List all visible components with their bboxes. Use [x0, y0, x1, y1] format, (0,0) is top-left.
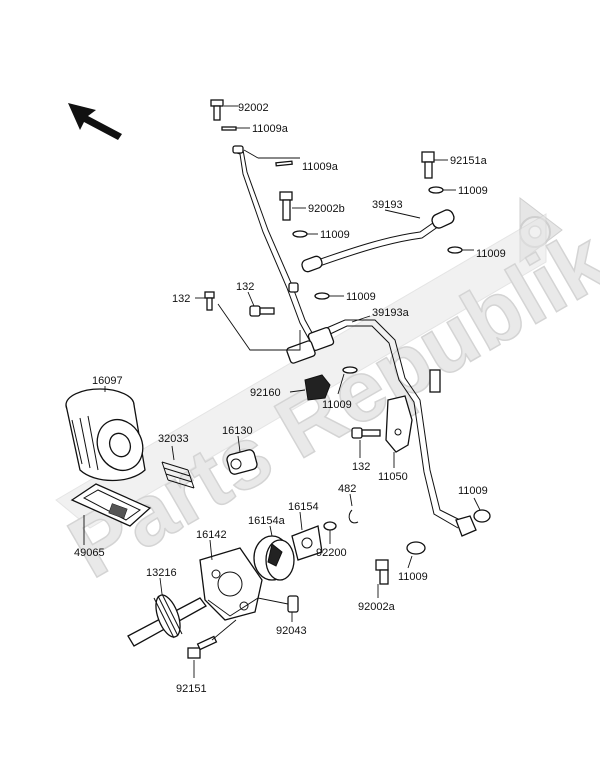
label-32033: 32033 — [158, 433, 189, 445]
label-11009-d: 11009 — [346, 291, 376, 303]
label-92002: 92002 — [238, 102, 269, 114]
label-92043: 92043 — [276, 625, 307, 637]
bolt-92002b — [279, 191, 306, 221]
label-132-mid: 132 — [236, 281, 254, 293]
label-11009-e: 11009 — [322, 399, 352, 411]
label-16154: 16154 — [288, 501, 319, 513]
oil-pipe-39193 — [301, 209, 455, 273]
label-13216: 13216 — [146, 567, 177, 579]
label-92160: 92160 — [250, 387, 281, 399]
label-11009-b: 11009 — [458, 185, 488, 197]
label-16097: 16097 — [92, 375, 123, 387]
washer-11009-a — [292, 230, 318, 238]
label-11009a-top: 11009a — [252, 123, 289, 135]
label-92151: 92151 — [176, 683, 207, 695]
bolt-132-mid — [247, 291, 275, 317]
watermark: Parts Republik — [53, 196, 600, 597]
bolt-92002 — [210, 99, 238, 121]
oil-pipe-upper — [232, 145, 317, 344]
label-16130: 16130 — [222, 425, 253, 437]
bolt-132-low — [351, 427, 381, 458]
label-11009-c: 11009 — [476, 248, 506, 260]
pump-body-16142 — [199, 539, 263, 621]
circlip-482 — [348, 493, 359, 524]
label-49065: 49065 — [74, 547, 105, 559]
washer-11009-e — [337, 366, 358, 395]
label-11009-f: 11009 — [458, 485, 488, 497]
label-132-low: 132 — [352, 461, 370, 473]
bolt-92151 — [187, 619, 237, 678]
label-132-left: 132 — [172, 293, 190, 305]
label-11050: 11050 — [378, 471, 408, 483]
label-92002a: 92002a — [358, 601, 396, 613]
rotor-16154 — [291, 511, 323, 561]
strainer-49065 — [70, 483, 152, 545]
label-92151a: 92151a — [450, 155, 488, 167]
washer-11009-d — [314, 292, 344, 300]
bolt-92002a — [375, 559, 389, 598]
label-16154a: 16154a — [248, 515, 286, 527]
washer-11009-g — [406, 541, 426, 569]
label-16142: 16142 — [196, 529, 227, 541]
label-11009-a: 11009 — [320, 229, 350, 241]
washer-11009a-mid — [275, 160, 293, 167]
label-11009a-mid: 11009a — [302, 161, 339, 173]
washer-11009-b — [428, 186, 456, 194]
label-92200: 92200 — [316, 547, 347, 559]
shaft-13216 — [127, 577, 207, 647]
rotor-16154a — [253, 525, 295, 581]
pin-92043 — [207, 595, 299, 622]
washer-11009a-top — [221, 126, 250, 131]
bracket-11050 — [385, 369, 441, 468]
bolt-92151a — [421, 151, 448, 179]
label-482: 482 — [338, 483, 356, 495]
oil-pipe-39193a — [286, 315, 461, 529]
label-92002b: 92002b — [308, 203, 345, 215]
relief-valve-16130 — [226, 435, 258, 475]
washer-11009-c — [447, 246, 474, 254]
front-arrow-icon — [68, 103, 122, 140]
spring-32033 — [161, 445, 195, 489]
bolt-132-left — [195, 291, 215, 311]
label-39193: 39193 — [372, 199, 403, 211]
washer-92200 — [323, 521, 337, 544]
label-39193a: 39193a — [372, 307, 410, 319]
oil-filter-16097 — [65, 386, 146, 482]
label-11009-g: 11009 — [398, 571, 428, 583]
damper-92160 — [289, 374, 331, 401]
washer-11009-f — [455, 497, 491, 537]
